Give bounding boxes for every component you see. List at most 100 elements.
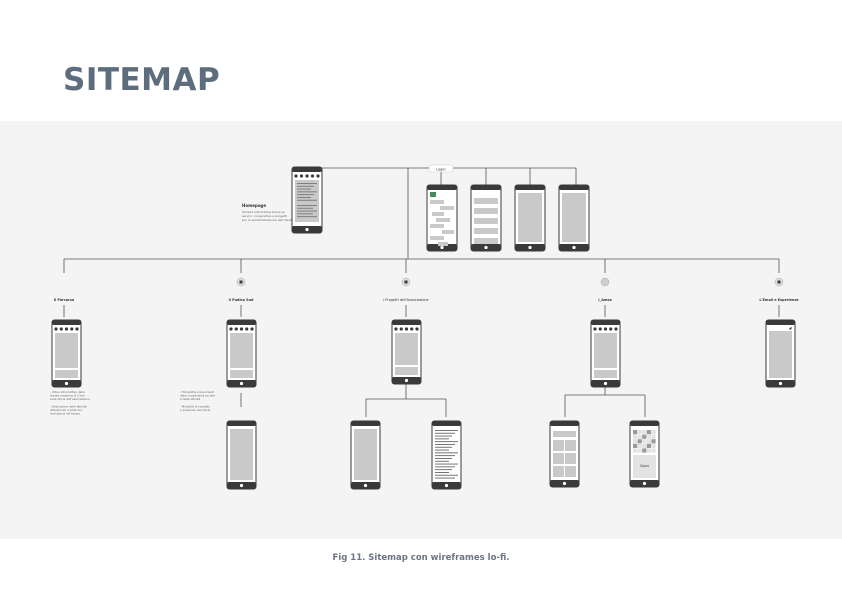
text-line xyxy=(435,449,449,451)
text-line xyxy=(435,438,449,440)
home-note-line: servizi, cooperative e progetti xyxy=(242,214,287,218)
figure-caption: Fig 11. Sitemap con wireframes lo-fi. xyxy=(332,553,510,563)
nav-dot-icon xyxy=(229,327,233,331)
phone-top-bar xyxy=(351,421,380,426)
phone-home-button xyxy=(572,245,576,250)
grid-header xyxy=(553,431,576,437)
grid-tile xyxy=(553,466,564,477)
phone-top-bar xyxy=(766,320,795,325)
phone-top-bar xyxy=(292,167,322,172)
phone-section-5 xyxy=(765,319,796,388)
game-cell xyxy=(642,439,647,444)
phone-home-button xyxy=(778,381,783,386)
phone-frame xyxy=(431,420,462,490)
text-line xyxy=(435,452,458,454)
phone-home-button xyxy=(440,245,444,250)
screen-content xyxy=(230,333,253,368)
nav-dot-icon xyxy=(410,327,414,331)
text-line xyxy=(297,197,311,198)
grid-tile xyxy=(565,440,576,451)
text-line xyxy=(435,430,458,431)
icon-glyph xyxy=(239,280,243,284)
nav-dot-icon xyxy=(394,327,398,331)
game-cell xyxy=(646,448,651,453)
header-logo xyxy=(430,192,436,197)
section-note-line: sulla storia dell'associazione xyxy=(50,397,90,401)
nav-dot-icon xyxy=(250,327,254,331)
game-cell xyxy=(642,434,647,439)
game-cell xyxy=(646,430,651,435)
section-note-line: e adesione volontaria xyxy=(180,408,211,412)
phone-home-button xyxy=(305,227,309,232)
screen-content xyxy=(518,193,542,242)
phone-home-button xyxy=(642,481,647,486)
phone-login-2 xyxy=(470,184,502,252)
phone-top-bar xyxy=(432,421,461,426)
text-line xyxy=(297,188,311,190)
phone-home-button xyxy=(528,245,532,250)
nav-dot-icon xyxy=(593,327,597,331)
nav-dot-icon xyxy=(59,327,63,331)
section-note-line: durata massima di 2 min xyxy=(50,394,85,398)
home-note-line: per la sensibilizzazione dell'utente xyxy=(242,218,294,222)
nav-dot-icon xyxy=(316,174,320,178)
text-line xyxy=(435,458,452,459)
game-cell xyxy=(651,434,656,439)
text-line xyxy=(435,460,449,462)
phone-top-bar xyxy=(550,421,579,426)
nav-dot-icon xyxy=(294,174,298,178)
page-title: SITEMAP xyxy=(63,62,221,98)
section-note-line: e delle attività xyxy=(180,397,200,401)
text-line xyxy=(297,207,313,209)
chat-bubble xyxy=(440,206,454,210)
game-cell xyxy=(633,443,638,448)
phone-home-button xyxy=(603,381,608,386)
game-cell xyxy=(646,434,651,439)
game-cell xyxy=(646,439,651,444)
phone-section-3 xyxy=(391,319,422,385)
game-cell xyxy=(637,448,642,453)
phone-login-3 xyxy=(514,184,546,252)
game-cell xyxy=(637,439,642,444)
game-cell xyxy=(651,439,656,444)
screen-content xyxy=(354,429,377,480)
list-row xyxy=(474,228,498,234)
game-cell xyxy=(642,443,647,448)
text-line xyxy=(297,191,317,193)
screen-footer xyxy=(230,370,253,378)
screen-content xyxy=(55,333,78,368)
chat-bubble xyxy=(430,224,444,228)
text-line xyxy=(435,477,455,479)
screen-footer xyxy=(594,370,617,378)
sitemap-diagram: Login Homepage Scheda informativa breve … xyxy=(50,164,799,490)
nav-dot-icon xyxy=(609,327,613,331)
nav-dot-icon xyxy=(64,327,69,331)
grid-tile xyxy=(565,466,576,477)
circle-icon xyxy=(600,277,610,287)
sitemap-canvas: Login Homepage Scheda informativa breve … xyxy=(0,121,842,539)
nav-dot-icon xyxy=(299,174,304,178)
chat-bubble xyxy=(432,212,444,216)
phone-home-button xyxy=(484,245,488,250)
phone-section-4 xyxy=(590,319,621,388)
game-cell xyxy=(651,448,656,453)
game-cell xyxy=(637,443,642,448)
screen-content xyxy=(562,193,586,242)
section-note-line: - Modalità di contatto xyxy=(180,404,210,408)
text-line xyxy=(435,446,452,448)
game-cell xyxy=(646,443,651,448)
game-cell xyxy=(642,430,647,435)
section-note-line: - Video introduttivo della xyxy=(50,390,85,394)
text-line xyxy=(297,205,317,206)
text-line xyxy=(297,216,317,218)
phone-top-bar xyxy=(591,320,620,325)
nav-dot-icon xyxy=(54,327,58,331)
icon-glyph xyxy=(404,280,408,284)
nav-dot-icon xyxy=(310,174,315,178)
game-cell xyxy=(633,430,638,435)
phones: Gioca xyxy=(51,166,796,490)
text-line xyxy=(297,199,317,201)
game-cell xyxy=(651,430,656,435)
chat-bubble xyxy=(438,242,448,246)
phone-section-3-detail-b xyxy=(431,420,462,490)
